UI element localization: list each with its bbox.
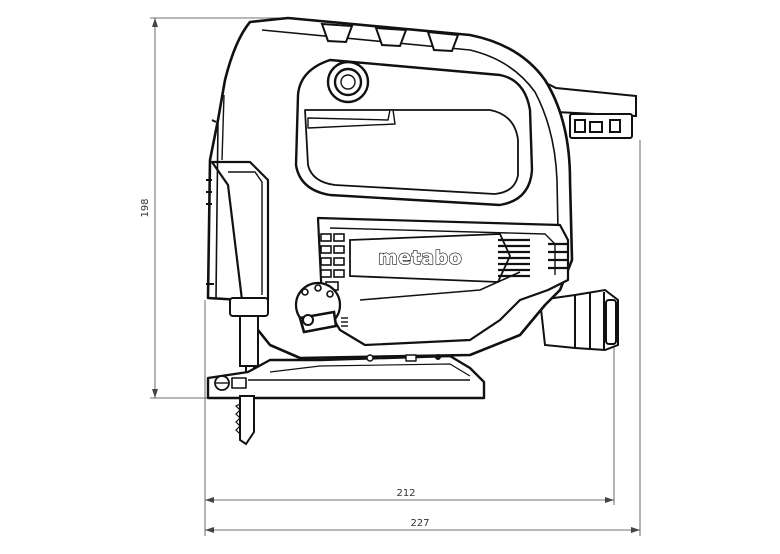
dimension-lines xyxy=(150,17,641,536)
pendulum-selector xyxy=(294,281,348,334)
brand-logo: metabo xyxy=(378,247,462,269)
saw-blade xyxy=(234,395,255,446)
dust-port xyxy=(538,288,619,352)
speed-knob xyxy=(326,60,370,104)
power-cord xyxy=(538,78,637,139)
dimension-arrows xyxy=(152,18,640,533)
total-length-dimension-label: 227 xyxy=(410,518,429,529)
switch-ribs xyxy=(498,238,568,278)
grip-bumps xyxy=(320,22,460,53)
base-plate xyxy=(206,354,486,400)
height-dimension-label: 198 xyxy=(140,198,151,217)
brand-badge: metabo xyxy=(349,233,511,283)
vent-grid xyxy=(320,233,345,291)
base-length-dimension-label: 212 xyxy=(396,488,415,499)
front-details xyxy=(206,119,217,285)
